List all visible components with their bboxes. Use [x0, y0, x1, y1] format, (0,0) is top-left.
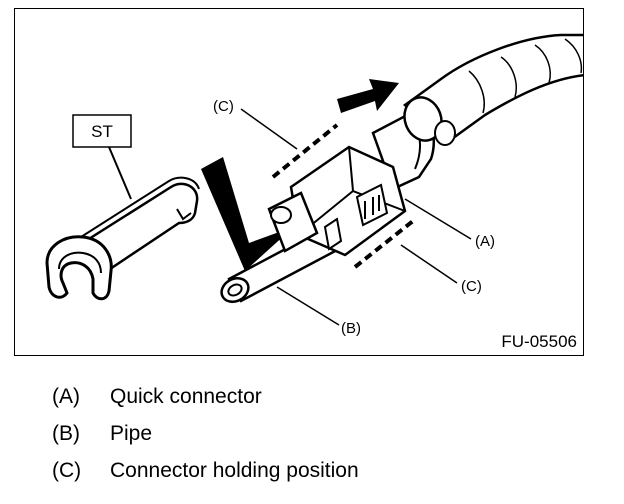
leader-lines — [240, 108, 472, 326]
legend-item: (B) Pipe — [52, 415, 572, 452]
legend-key: (B) — [52, 421, 80, 445]
legend-item: (A) Quick connector — [52, 378, 572, 415]
legend-text: Pipe — [110, 421, 153, 445]
quick-connector-a — [267, 111, 436, 257]
fuel-hose — [402, 33, 583, 146]
legend-text: Connector holding position — [110, 458, 359, 482]
legend-key: (C) — [52, 458, 82, 482]
figure-id: FU-05506 — [501, 332, 577, 351]
special-tool-st: ST — [45, 114, 200, 301]
legend-text: Quick connector — [110, 384, 262, 408]
holding-position-marks — [271, 123, 415, 269]
st-label: ST — [91, 122, 113, 141]
callout-b: (B) — [341, 320, 361, 337]
direction-arrow — [337, 79, 399, 113]
callout-c-bottom: (C) — [461, 278, 482, 295]
callout-c-top: (C) — [213, 98, 234, 115]
figure-frame: ST — [14, 8, 584, 356]
legend-item: (C) Connector holding position — [52, 452, 572, 489]
insertion-arrow — [201, 157, 309, 271]
legend-key: (A) — [52, 384, 80, 408]
legend: (A) Quick connector (B) Pipe (C) Connect… — [52, 378, 572, 489]
callout-a: (A) — [475, 233, 495, 250]
quick-connector-illustration: ST — [45, 33, 583, 351]
